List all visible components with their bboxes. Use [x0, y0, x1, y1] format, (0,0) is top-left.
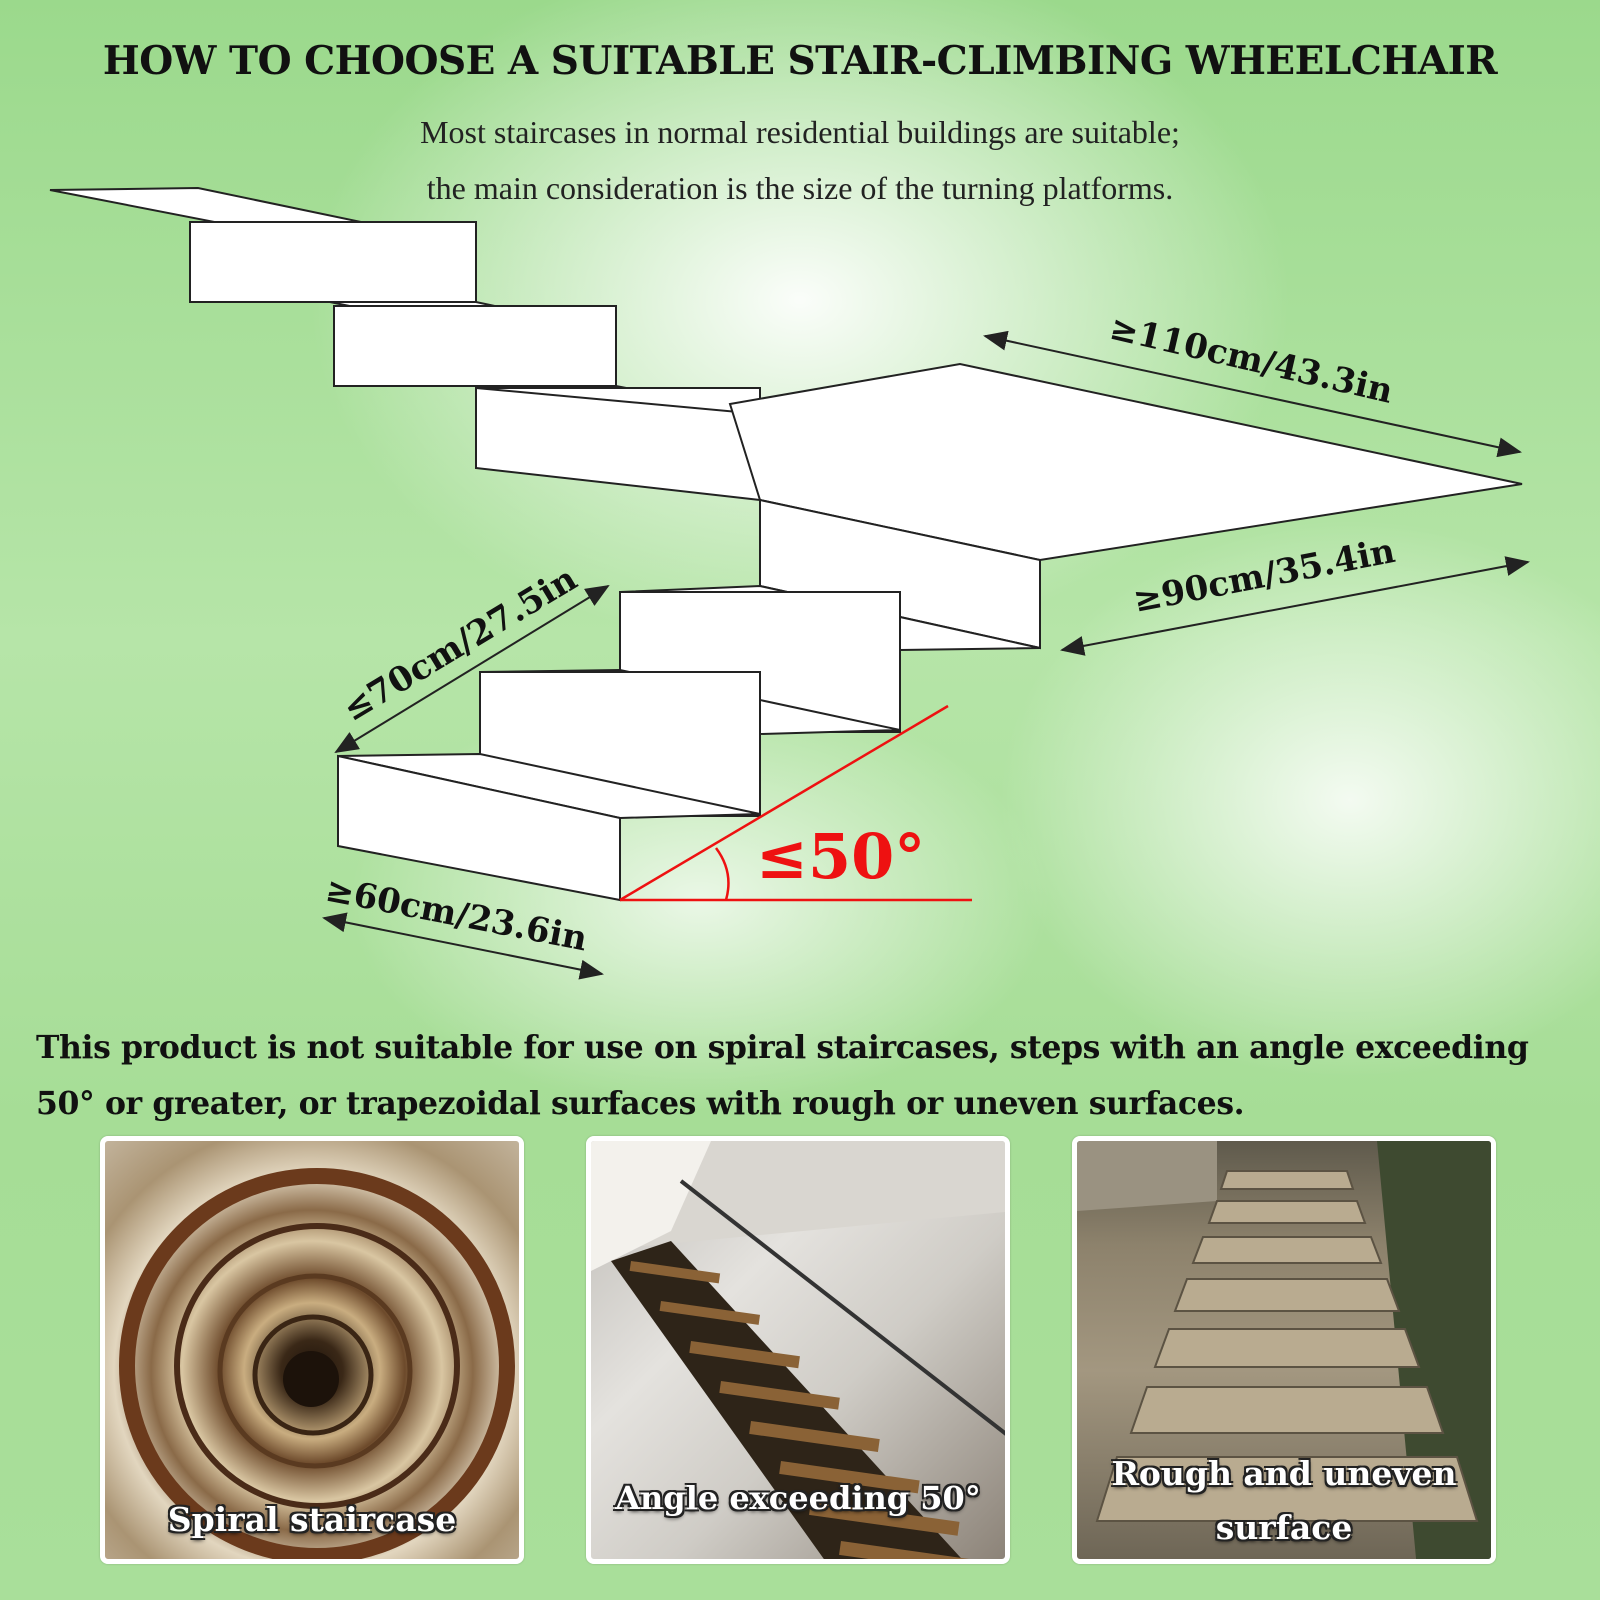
turning-platform — [728, 362, 1523, 650]
max-angle-label: ≤50° — [756, 820, 925, 893]
subtitle-line-1: Most staircases in normal residential bu… — [420, 114, 1180, 150]
platform-width-label: ≥90cm/35.4in — [1130, 531, 1398, 621]
rough-caption: Rough and uneven surface — [1111, 1454, 1457, 1547]
spiral-caption: Spiral staircase — [167, 1500, 457, 1539]
lower-flight — [337, 584, 1041, 902]
dimension-arrows — [322, 330, 1530, 980]
angle-indicator — [619, 704, 972, 902]
platform-length-label: ≥110cm/43.3in — [1106, 308, 1397, 412]
staircase-diagram: ≥110cm/43.3in ≥90cm/35.4in ≤70cm/27.5in … — [49, 186, 1530, 980]
steep-staircase-photo: Angle exceeding 50° — [586, 1136, 1010, 1564]
upper-flight — [49, 186, 761, 502]
page-title: HOW TO CHOOSE A SUITABLE STAIR-CLIMBING … — [102, 38, 1498, 84]
steep-caption: Angle exceeding 50° — [615, 1479, 981, 1517]
rough-staircase-photo: Rough and uneven surface — [1072, 1136, 1496, 1564]
spiral-illustration — [119, 1168, 515, 1559]
warning-text: This product is not suitable for use on … — [36, 1029, 1529, 1122]
steep-stairs-illustration — [591, 1141, 1005, 1559]
subtitle-line-2: the main consideration is the size of th… — [426, 170, 1174, 206]
rough-stairs-illustration — [1077, 1141, 1491, 1559]
spiral-staircase-photo: Spiral staircase — [100, 1136, 524, 1564]
